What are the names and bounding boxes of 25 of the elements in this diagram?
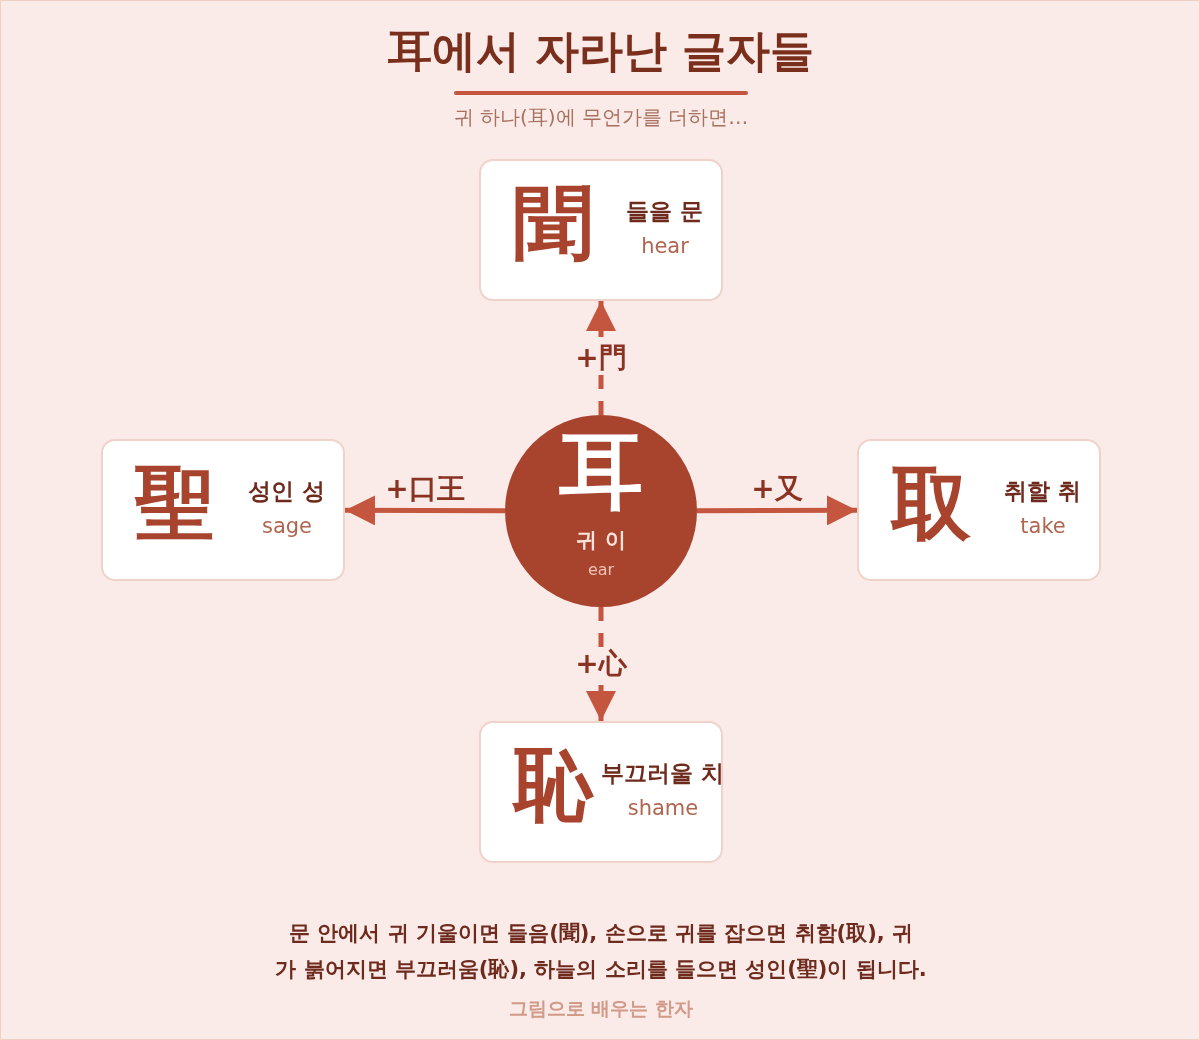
character-card (479, 721, 723, 863)
subtitle: 귀 하나(耳)에 무언가를 더하면… (452, 105, 750, 129)
hanja-character: 聖 (135, 463, 215, 543)
reading-text: 들을 문 (626, 199, 704, 225)
character-card (479, 159, 723, 301)
reading-text: 귀 이 (576, 529, 626, 553)
title: 耳에서 자라난 글자들 (386, 25, 816, 78)
hanja-character: 聞 (513, 183, 593, 263)
character-card (101, 439, 345, 581)
meaning-text: take (1020, 515, 1066, 539)
meaning-text: sage (261, 515, 313, 539)
arrow (697, 495, 857, 526)
reading-text: 취할 취 (1004, 479, 1082, 505)
meaning-text: shame (627, 797, 699, 821)
reading-text: 부끄러울 치 (601, 761, 725, 787)
arrow (345, 495, 505, 526)
hanja-character: 取 (891, 463, 971, 543)
character-card (857, 439, 1101, 581)
meaning-text: ear (587, 561, 615, 579)
reading-text: 성인 성 (248, 479, 326, 505)
caption-text: 문 안에서 귀 기울이면 들음(聞), 손으로 귀를 잡으면 취함(取), 귀가 붉어지면 부끄러움(恥), 하늘의 소리를 들으면 성인(聖)이 됩니다. (274, 920, 928, 983)
meaning-text: hear (641, 235, 689, 259)
hanja-character: 恥 (513, 745, 593, 825)
hanja-character: 耳 (559, 429, 643, 513)
footer-text: 그림으로 배우는 한자 (507, 997, 695, 1020)
